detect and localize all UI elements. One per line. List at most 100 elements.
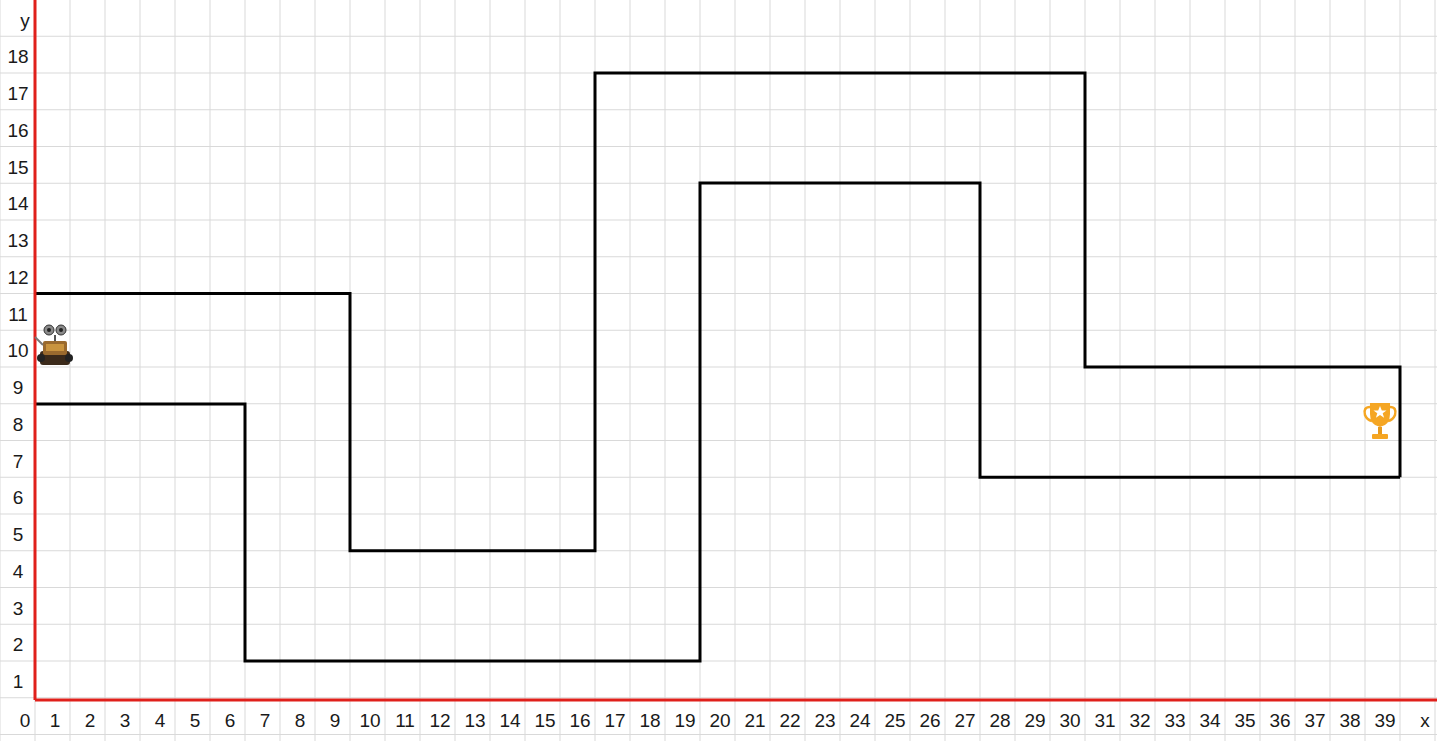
axis-name: y bbox=[20, 11, 30, 30]
x-tick-label: 17 bbox=[604, 711, 625, 730]
grid-line bbox=[455, 0, 456, 741]
x-axis bbox=[35, 699, 1437, 702]
y-tick-label: 10 bbox=[7, 341, 28, 360]
grid-line bbox=[210, 0, 211, 741]
grid-line bbox=[0, 330, 1437, 331]
y-tick-label: 12 bbox=[7, 267, 28, 286]
grid-line bbox=[385, 0, 386, 741]
y-tick-label: 8 bbox=[13, 414, 24, 433]
y-tick-label: 4 bbox=[13, 561, 24, 580]
trophy-icon bbox=[1365, 403, 1396, 439]
x-tick-label: 24 bbox=[849, 711, 870, 730]
x-tick-label: 28 bbox=[989, 711, 1010, 730]
grid-line bbox=[1330, 0, 1331, 741]
grid-line bbox=[140, 0, 141, 741]
grid-line bbox=[0, 550, 1437, 551]
grid-line bbox=[0, 109, 1437, 110]
y-tick-label: 17 bbox=[7, 84, 28, 103]
y-tick-label: 11 bbox=[8, 304, 28, 323]
grid-line bbox=[1435, 0, 1436, 741]
grid-line bbox=[0, 514, 1437, 515]
y-tick-label: 13 bbox=[7, 231, 28, 250]
grid-line bbox=[630, 0, 631, 741]
x-tick-label: 22 bbox=[779, 711, 800, 730]
x-tick-label: 19 bbox=[674, 711, 695, 730]
x-tick-label: 1 bbox=[50, 711, 61, 730]
origin-label: 0 bbox=[20, 711, 31, 730]
grid-line bbox=[1295, 0, 1296, 741]
x-tick-label: 34 bbox=[1199, 711, 1220, 730]
grid-line bbox=[0, 587, 1437, 588]
x-tick-label: 16 bbox=[569, 711, 590, 730]
grid-line bbox=[0, 146, 1437, 147]
x-tick-label: 8 bbox=[295, 711, 306, 730]
x-tick-label: 18 bbox=[639, 711, 660, 730]
grid-line bbox=[70, 0, 71, 741]
y-tick-label: 18 bbox=[7, 47, 28, 66]
x-tick-label: 33 bbox=[1164, 711, 1185, 730]
grid-line bbox=[1190, 0, 1191, 741]
grid-line bbox=[0, 697, 1437, 698]
y-tick-label: 1 bbox=[13, 672, 24, 691]
x-tick-label: 2 bbox=[85, 711, 96, 730]
grid-line bbox=[0, 661, 1437, 662]
grid-line bbox=[525, 0, 526, 741]
grid-line bbox=[0, 624, 1437, 625]
x-tick-label: 15 bbox=[534, 711, 555, 730]
x-tick-label: 27 bbox=[954, 711, 975, 730]
grid-line bbox=[105, 0, 106, 741]
x-tick-label: 25 bbox=[884, 711, 905, 730]
grid-line bbox=[280, 0, 281, 741]
grid-line bbox=[0, 734, 1437, 735]
x-tick-label: 32 bbox=[1129, 711, 1150, 730]
grid-line bbox=[735, 0, 736, 741]
grid-line bbox=[315, 0, 316, 741]
maze-wall-upper bbox=[35, 73, 1400, 551]
x-tick-label: 30 bbox=[1059, 711, 1080, 730]
grid-line bbox=[0, 0, 1, 741]
grid-line bbox=[1155, 0, 1156, 741]
grid-line bbox=[665, 0, 666, 741]
grid-line bbox=[0, 256, 1437, 257]
grid-line bbox=[1260, 0, 1261, 741]
y-tick-label: 5 bbox=[13, 525, 24, 544]
grid-line bbox=[910, 0, 911, 741]
grid-line bbox=[1225, 0, 1226, 741]
grid-line bbox=[1050, 0, 1051, 741]
x-tick-label: 39 bbox=[1374, 711, 1395, 730]
grid-line bbox=[560, 0, 561, 741]
y-tick-label: 3 bbox=[13, 598, 24, 617]
y-axis bbox=[34, 0, 37, 700]
grid-line bbox=[490, 0, 491, 741]
x-tick-label: 3 bbox=[120, 711, 131, 730]
x-tick-label: 11 bbox=[395, 711, 415, 730]
x-tick-label: 6 bbox=[225, 711, 236, 730]
grid-line bbox=[875, 0, 876, 741]
x-tick-label: 26 bbox=[919, 711, 940, 730]
grid-line bbox=[805, 0, 806, 741]
grid-line bbox=[175, 0, 176, 741]
y-tick-label: 7 bbox=[13, 451, 24, 470]
x-tick-label: 14 bbox=[499, 711, 520, 730]
grid-line bbox=[0, 220, 1437, 221]
x-tick-label: 7 bbox=[260, 711, 271, 730]
x-tick-label: 4 bbox=[155, 711, 166, 730]
x-tick-label: 9 bbox=[330, 711, 341, 730]
x-tick-label: 10 bbox=[359, 711, 380, 730]
y-tick-label: 16 bbox=[7, 120, 28, 139]
y-tick-label: 9 bbox=[13, 378, 24, 397]
y-tick-label: 6 bbox=[13, 488, 24, 507]
y-tick-label: 14 bbox=[7, 194, 28, 213]
grid-line bbox=[35, 0, 36, 741]
grid-line bbox=[1365, 0, 1366, 741]
x-tick-label: 29 bbox=[1024, 711, 1045, 730]
x-tick-label: 38 bbox=[1339, 711, 1360, 730]
y-tick-label: 2 bbox=[13, 635, 24, 654]
grid-line bbox=[840, 0, 841, 741]
grid-line bbox=[420, 0, 421, 741]
x-tick-label: 35 bbox=[1234, 711, 1255, 730]
grid-line bbox=[0, 36, 1437, 37]
x-tick-label: 23 bbox=[814, 711, 835, 730]
